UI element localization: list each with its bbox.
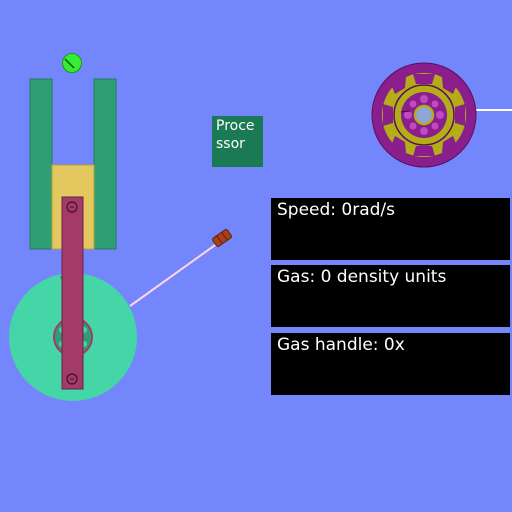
speed-readout: Speed: 0rad/s bbox=[271, 198, 510, 260]
gear[interactable] bbox=[371, 62, 477, 168]
spark-wire bbox=[129, 242, 219, 307]
spark-plug-icon[interactable] bbox=[212, 229, 232, 248]
gas-readout: Gas: 0 density units bbox=[271, 265, 510, 327]
green-indicator-icon[interactable] bbox=[62, 53, 82, 73]
gas-handle-readout: Gas handle: 0x bbox=[271, 333, 510, 395]
cylinder-left-wall bbox=[29, 78, 53, 250]
speed-readout-text: Speed: 0rad/s bbox=[277, 200, 396, 220]
gas-readout-text: Gas: 0 density units bbox=[277, 267, 447, 287]
connecting-rod[interactable] bbox=[61, 196, 84, 390]
cylinder-right-wall bbox=[93, 78, 117, 250]
processor-block[interactable]: Processor bbox=[212, 116, 263, 167]
gas-handle-readout-text: Gas handle: 0x bbox=[277, 335, 405, 355]
processor-label: Processor bbox=[216, 118, 255, 152]
